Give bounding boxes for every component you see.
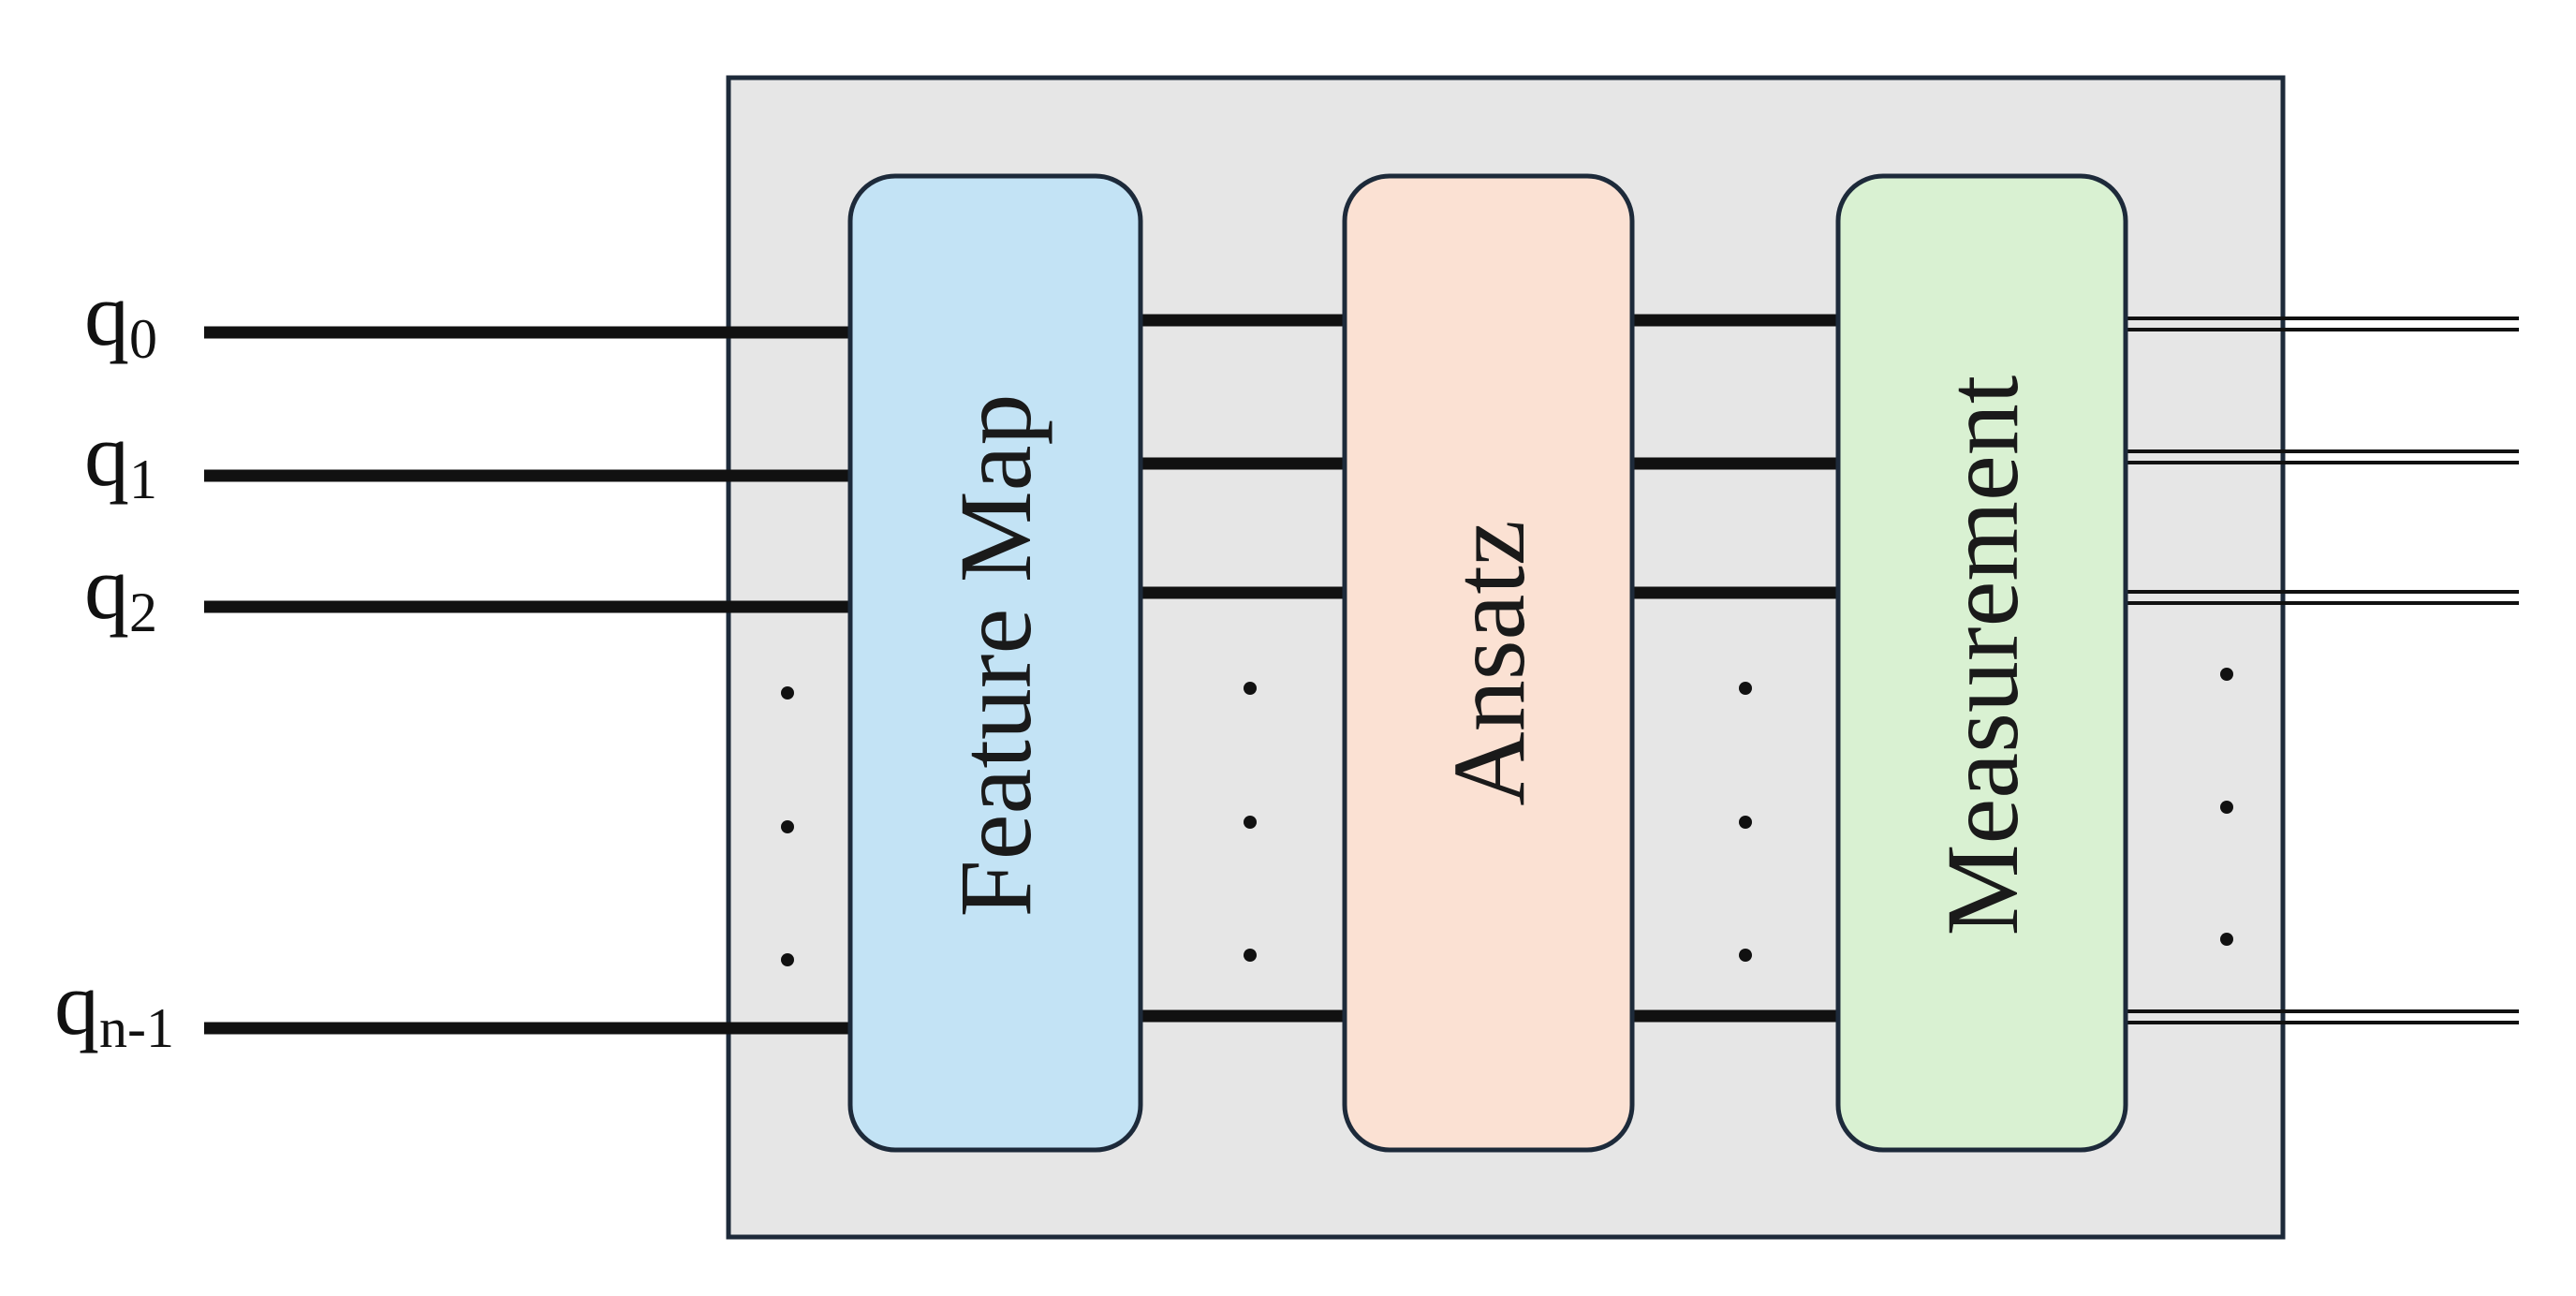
classical-output-wires bbox=[2126, 317, 2519, 1024]
ellipsis-dots bbox=[781, 668, 2233, 966]
feature-map-label: Feature Map bbox=[938, 394, 1052, 918]
wires-ansatz-to-measurement bbox=[1632, 314, 1839, 1023]
ellipsis-input bbox=[781, 686, 794, 966]
input-wires bbox=[204, 326, 854, 1035]
wires-feature-to-ansatz bbox=[1141, 314, 1347, 1023]
measurement-block bbox=[1835, 173, 2128, 1153]
qubit-label-q1: q1 bbox=[84, 405, 157, 510]
ellipsis-ansatz-measurement bbox=[1739, 682, 1752, 962]
classical-wire-2 bbox=[2126, 590, 2519, 605]
qubit-label-q0: q0 bbox=[84, 264, 157, 370]
feature-map-block bbox=[847, 173, 1143, 1153]
ansatz-label: Ansatz bbox=[1432, 520, 1546, 805]
ellipsis-output bbox=[2220, 668, 2233, 946]
qubit-label-q2: q2 bbox=[84, 538, 157, 643]
ansatz-block bbox=[1342, 173, 1635, 1153]
classical-wire-1 bbox=[2126, 449, 2519, 464]
qubit-label-qn-1: qn-1 bbox=[54, 953, 174, 1059]
ellipsis-feature-ansatz bbox=[1244, 682, 1257, 962]
classical-wire-n-1 bbox=[2126, 1009, 2519, 1024]
classical-wire-0 bbox=[2126, 317, 2519, 331]
measurement-label: Measurement bbox=[1925, 376, 2039, 936]
